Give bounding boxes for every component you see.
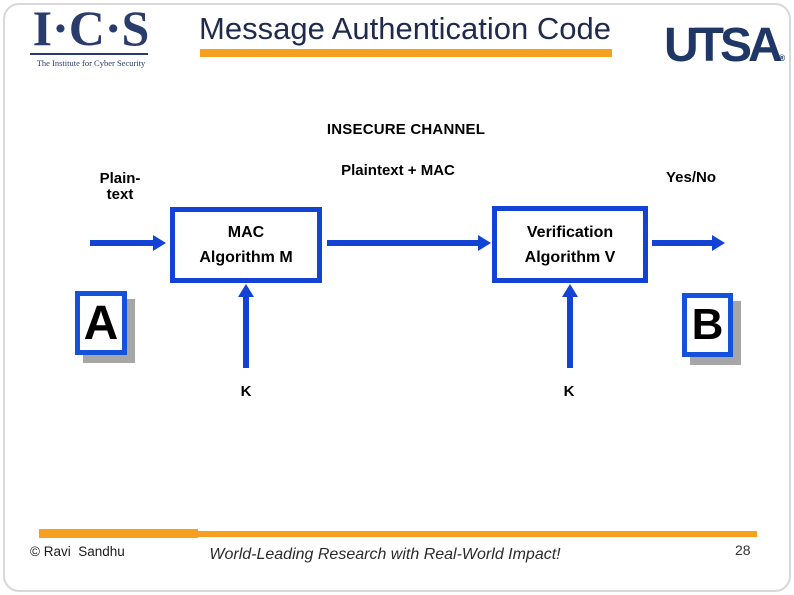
copyright-text: © Ravi Sandhu: [30, 544, 125, 559]
insecure-channel-label: INSECURE CHANNEL: [326, 121, 486, 138]
plaintext-input-label: Plain-text: [88, 171, 152, 203]
ics-logo: I·C·S The Institute for Cyber Security: [30, 0, 152, 68]
verification-algorithm-box: Verification Algorithm V: [492, 206, 648, 283]
key-label-left: K: [240, 383, 252, 400]
utsa-logo: UTSA®: [664, 18, 790, 73]
footer-accent-bar-left: [39, 529, 198, 538]
key-arrow-right-head: [562, 284, 578, 297]
yes-no-arrow-shaft: [652, 240, 714, 246]
party-b-label: B: [691, 300, 724, 349]
footer-accent-bar-right: [198, 531, 757, 537]
slide-title: Message Authentication Code: [199, 11, 611, 46]
key-arrow-right-shaft: [567, 294, 573, 368]
mac-to-verify-arrow-shaft: [327, 240, 480, 246]
verification-algorithm-box-line2: Algorithm V: [524, 248, 616, 266]
plaintext-arrow-head: [153, 235, 166, 251]
utsa-registered-mark: ®: [778, 53, 786, 63]
mac-to-verify-arrow-head: [478, 235, 491, 251]
mac-to-verify-arrow: [327, 235, 491, 251]
ics-logo-text: I·C·S: [32, 0, 150, 56]
yes-no-arrow: [652, 235, 725, 251]
mac-algorithm-box: MAC Algorithm M: [170, 207, 322, 283]
key-arrow-right: [562, 284, 578, 368]
party-a-box: A: [75, 291, 127, 355]
plaintext-input-label-line1: Plain-: [99, 170, 141, 187]
mac-algorithm-box-line1: MAC: [227, 224, 265, 241]
key-label-right: K: [563, 383, 575, 400]
page-number: 28: [735, 542, 751, 558]
party-a-label: A: [83, 296, 119, 350]
ics-logo-rule: [30, 53, 148, 55]
yes-no-arrow-head: [712, 235, 725, 251]
plaintext-arrow: [90, 235, 166, 251]
title-underline: [200, 49, 612, 57]
key-arrow-left-head: [238, 284, 254, 297]
key-arrow-left-shaft: [243, 294, 249, 368]
utsa-logo-text: UTSA: [664, 19, 783, 72]
yes-no-output-label: Yes/No: [666, 169, 717, 186]
plaintext-mac-label: Plaintext + MAC: [341, 162, 455, 179]
party-b-box: B: [682, 293, 733, 357]
plaintext-arrow-shaft: [90, 240, 155, 246]
key-arrow-left: [238, 284, 254, 368]
plaintext-input-label-line2: text: [106, 186, 134, 203]
mac-algorithm-box-line2: Algorithm M: [199, 249, 293, 266]
ics-logo-subtitle: The Institute for Cyber Security: [36, 58, 146, 68]
footer-tagline: World-Leading Research with Real-World I…: [209, 546, 561, 563]
verification-algorithm-box-line1: Verification: [526, 223, 614, 241]
